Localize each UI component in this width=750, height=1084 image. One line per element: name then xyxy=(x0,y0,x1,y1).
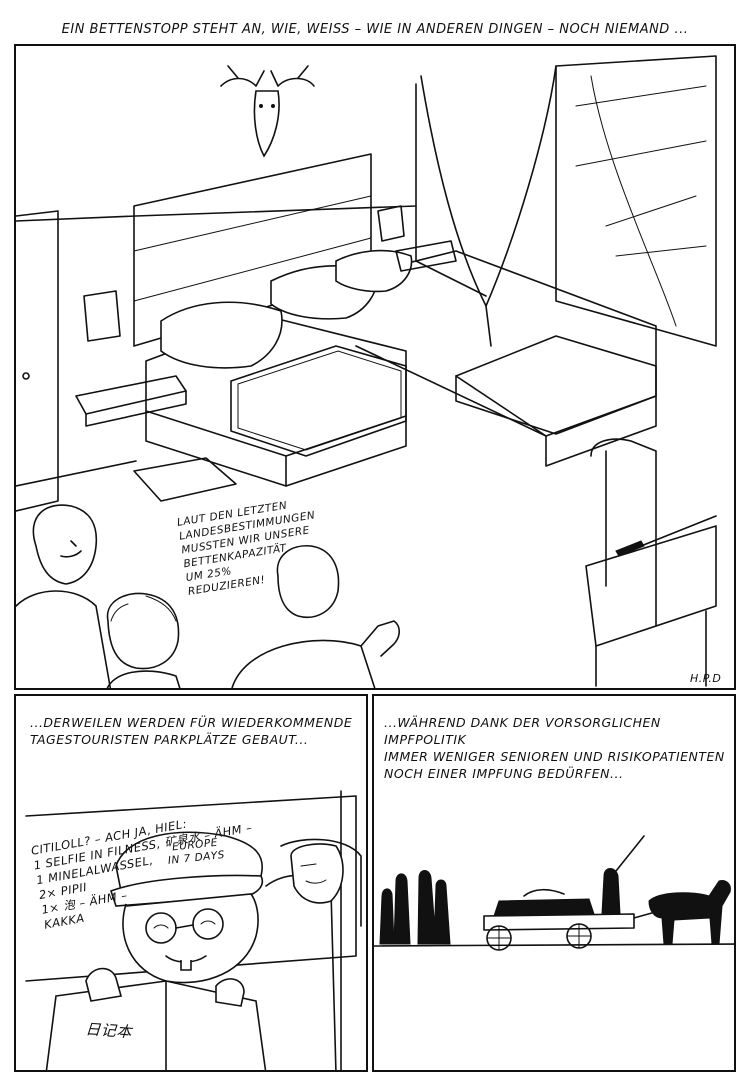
panel-hotel-room: LAUT DEN LETZTEN LANDESBESTIMMUNGEN MUSS… xyxy=(14,44,736,690)
tourist-drawing xyxy=(25,790,362,1070)
diary-cover-text: 日记本 xyxy=(84,1020,133,1042)
man-bald-figure xyxy=(16,504,112,688)
top-caption: EIN BETTENSTOPP STEHT AN, WIE, WEISS – W… xyxy=(61,22,689,37)
caption-line: TAGESTOURISTEN PARKPLÄTZE GEBAUT... xyxy=(30,732,309,747)
panel-funeral-procession: ...WÄHREND DANK DER VORSORGLICHEN IMPFPO… xyxy=(372,694,736,1072)
caption-line: ...DERWEILEN WERDEN FÜR WIEDERKOMMENDE xyxy=(30,715,353,730)
procession-drawing xyxy=(374,835,734,951)
caption-line: ...WÄHREND DANK DER VORSORGLICHEN IMPFPO… xyxy=(384,715,661,747)
deer-trophy-icon xyxy=(220,65,315,158)
artist-signature: H.P.D xyxy=(690,672,722,685)
caption-line: IMMER WENIGER SENIOREN UND RISIKOPATIENT… xyxy=(384,749,725,764)
woman-curly-figure xyxy=(106,592,181,688)
panel3-caption: ...WÄHREND DANK DER VORSORGLICHEN IMPFPO… xyxy=(384,714,734,782)
panel2-caption: ...DERWEILEN WERDEN FÜR WIEDERKOMMENDE T… xyxy=(30,714,360,748)
caption-line: NOCH EINER IMPFUNG BEDÜRFEN... xyxy=(384,766,624,781)
hotel-manager-figure xyxy=(231,545,401,688)
hotel-room-drawing xyxy=(16,55,717,688)
panel-day-tourist: ...DERWEILEN WERDEN FÜR WIEDERKOMMENDE T… xyxy=(14,694,368,1072)
